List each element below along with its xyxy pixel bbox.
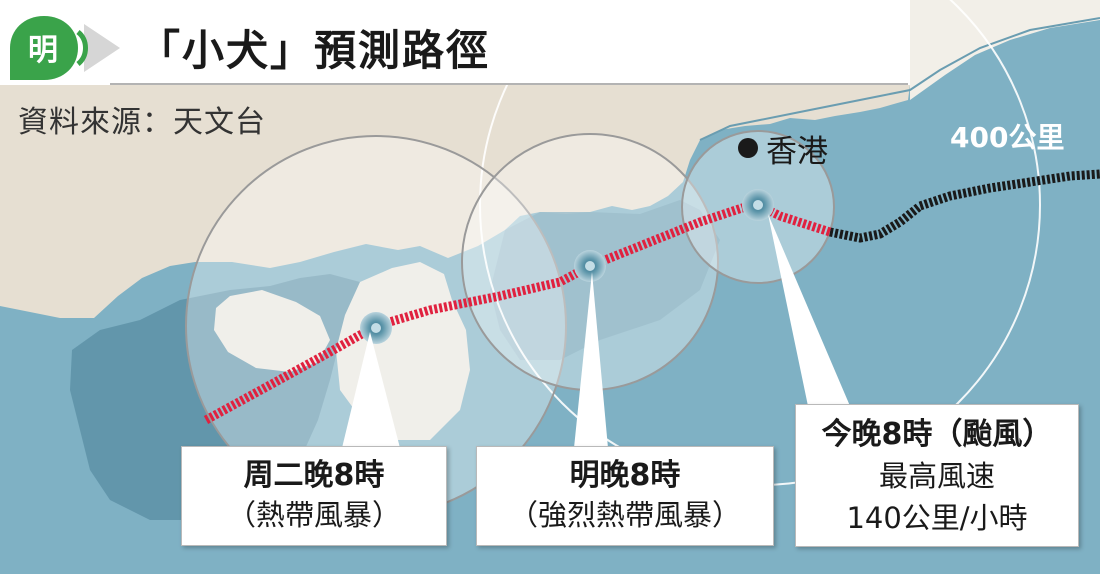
callout-tonight: 今晚8時（颱風） 最高風速 140公里/小時 xyxy=(795,404,1079,547)
callout-tonight-time: 今晚8時（颱風） xyxy=(821,417,1053,452)
coast-line xyxy=(699,17,1100,141)
page-title: 「小犬」預測路徑 xyxy=(138,26,491,75)
eastern-coast xyxy=(490,200,720,360)
logo: 明 xyxy=(8,14,123,84)
hong-kong-label: 香港 xyxy=(766,134,828,170)
callout-tomorrow-status: （強烈熱帶風暴） xyxy=(508,498,741,532)
data-source: 資料來源：天文台 xyxy=(18,105,266,140)
callout-tomorrow: 明晚8時 （強烈熱帶風暴） xyxy=(476,446,774,546)
typhoon-eye-icon xyxy=(742,189,774,221)
island xyxy=(214,290,330,372)
logo-text: 明 xyxy=(28,33,58,68)
callout-tonight-speed: 140公里/小時 xyxy=(846,501,1028,535)
coast-right xyxy=(910,0,1100,100)
pointer-tonight xyxy=(768,214,850,406)
typhoon-eye-icon xyxy=(574,250,606,282)
mainland xyxy=(0,85,910,318)
callout-tonight-status: 最高風速 xyxy=(878,459,995,493)
callout-tuesday-status: （熱帶風暴） xyxy=(226,498,401,532)
callout-tomorrow-time: 明晚8時 xyxy=(569,458,681,493)
past-track xyxy=(829,169,1100,243)
callout-tuesday: 周二晚8時 （熱帶風暴） xyxy=(181,446,447,546)
pointer-tomorrow xyxy=(574,272,608,448)
radius-label: 400公里 xyxy=(950,121,1065,154)
logo-mark: 明 xyxy=(10,16,120,80)
city-dot-icon xyxy=(738,138,758,158)
pointer-tuesday xyxy=(342,332,400,448)
callout-tuesday-time: 周二晚8時 xyxy=(243,458,385,493)
typhoon-eye-icon xyxy=(360,312,392,344)
header-area xyxy=(0,0,910,85)
